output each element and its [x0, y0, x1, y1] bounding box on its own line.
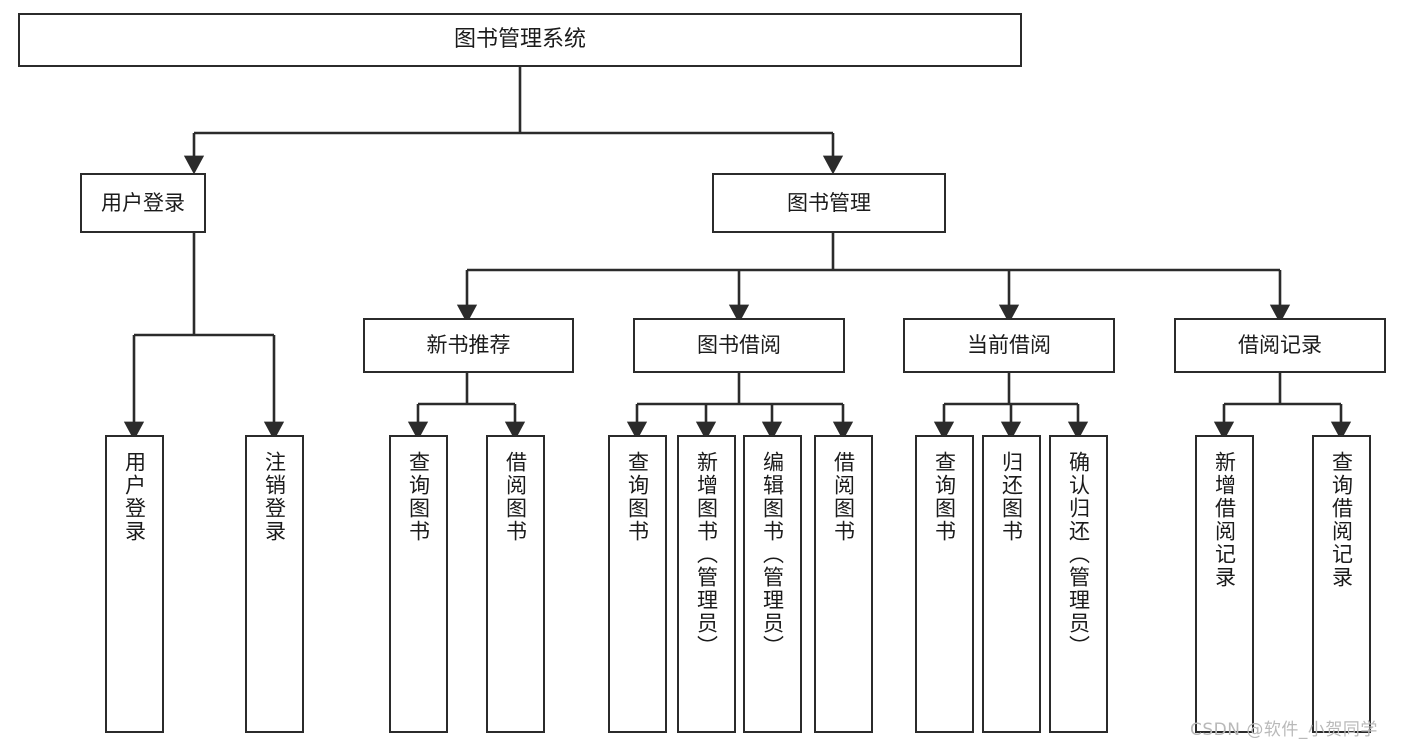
node-borrow-record[interactable]: 借阅记录 — [1174, 318, 1386, 373]
node-label: 归还图书 — [999, 451, 1024, 543]
node-query-book-3[interactable]: 查询图书 — [915, 435, 974, 733]
node-label: 图书借阅 — [697, 333, 781, 358]
node-label: 查询借阅记录 — [1329, 451, 1354, 589]
node-add-borrow-record[interactable]: 新增借阅记录 — [1195, 435, 1254, 733]
node-label: 新书推荐 — [426, 333, 511, 358]
node-new-book-recommend[interactable]: 新书推荐 — [363, 318, 574, 373]
node-label: 查询图书 — [932, 451, 957, 543]
node-label: 编辑图书（管理员） — [760, 451, 785, 658]
node-book-borrow[interactable]: 图书借阅 — [633, 318, 845, 373]
node-label: 借阅图书 — [503, 451, 528, 543]
node-label: 借阅记录 — [1238, 333, 1322, 358]
node-book-management[interactable]: 图书管理 — [712, 173, 946, 233]
node-label: 查询图书 — [625, 451, 650, 543]
node-confirm-return-admin[interactable]: 确认归还（管理员） — [1049, 435, 1108, 733]
node-current-borrow[interactable]: 当前借阅 — [903, 318, 1115, 373]
node-user-login-leaf[interactable]: 用户登录 — [105, 435, 164, 733]
node-label: 借阅图书 — [831, 451, 856, 543]
node-label: 图书管理 — [787, 190, 871, 215]
node-user-login[interactable]: 用户登录 — [80, 173, 206, 233]
node-borrow-book-1[interactable]: 借阅图书 — [486, 435, 545, 733]
node-label: 查询图书 — [406, 451, 431, 543]
node-query-book-2[interactable]: 查询图书 — [608, 435, 667, 733]
node-edit-book-admin[interactable]: 编辑图书（管理员） — [743, 435, 802, 733]
node-label: 用户登录 — [101, 190, 185, 215]
csdn-watermark: CSDN @软件_小贺同学 — [1190, 720, 1378, 740]
node-label: 确认归还（管理员） — [1066, 451, 1091, 658]
node-borrow-book-2[interactable]: 借阅图书 — [814, 435, 873, 733]
node-label: 注销登录 — [262, 451, 287, 543]
node-query-book-1[interactable]: 查询图书 — [389, 435, 448, 733]
node-add-book-admin[interactable]: 新增图书（管理员） — [677, 435, 736, 733]
node-user-logout-leaf[interactable]: 注销登录 — [245, 435, 304, 733]
node-label: 新增借阅记录 — [1212, 451, 1237, 589]
node-query-borrow-record[interactable]: 查询借阅记录 — [1312, 435, 1371, 733]
node-label: 新增图书（管理员） — [694, 451, 719, 658]
node-label: 用户登录 — [122, 451, 147, 543]
node-label: 当前借阅 — [967, 333, 1051, 358]
node-root-book-management-system[interactable]: 图书管理系统 — [18, 13, 1022, 67]
node-label: 图书管理系统 — [453, 26, 586, 52]
node-return-book[interactable]: 归还图书 — [982, 435, 1041, 733]
